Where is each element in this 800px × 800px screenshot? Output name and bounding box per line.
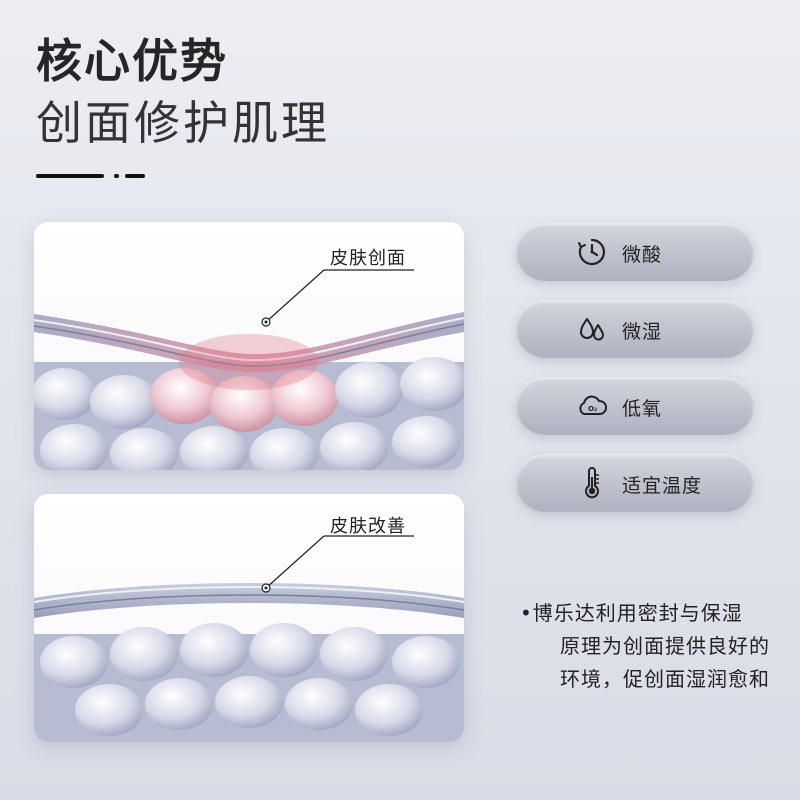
page-subtitle: 创面修护肌理 <box>36 96 330 150</box>
cell-layer <box>40 623 460 736</box>
feature-pill-low-oxygen: O₂ 低氧 <box>516 377 754 435</box>
callout-line <box>265 269 325 323</box>
decorative-dot <box>114 174 119 178</box>
feature-label: 低氧 <box>622 398 663 420</box>
wound-skin-svg <box>34 269 464 470</box>
feature-label: 适宜温度 <box>622 475 703 497</box>
feature-label: 微湿 <box>622 321 663 343</box>
decorative-dash <box>125 174 145 178</box>
clock-timer-icon <box>578 238 605 266</box>
feature-pill-moist: 微湿 <box>516 300 754 358</box>
cell-layer <box>34 357 464 470</box>
wound-skin-illustration <box>34 222 464 470</box>
page-title: 核心优势 <box>36 34 228 88</box>
feature-label: 微酸 <box>622 244 663 266</box>
skin-surface <box>34 583 464 618</box>
description-line: •博乐达利用密封与保湿 <box>520 601 743 625</box>
oxygen-cloud-icon: O₂ <box>579 395 607 415</box>
decorative-bar <box>36 174 104 178</box>
svg-text:O₂: O₂ <box>588 405 597 413</box>
water-drops-icon <box>580 318 604 341</box>
description-line: 原理为创面提供良好的 <box>560 634 770 658</box>
healed-label: 皮肤改善 <box>330 516 406 537</box>
healed-skin-svg <box>34 535 464 742</box>
wound-label: 皮肤创面 <box>330 248 406 269</box>
description-text: •博乐达利用密封与保湿 原理为创面提供良好的 环境，促创面湿润愈和 <box>520 597 770 696</box>
description-line: 环境，促创面湿润愈和 <box>560 667 770 691</box>
healed-skin-illustration <box>34 494 464 742</box>
thermometer-icon <box>585 467 599 499</box>
callout-line <box>265 535 325 589</box>
feature-pill-temperature: 适宜温度 <box>516 454 754 512</box>
feature-pill-acidic: 微酸 <box>516 223 754 281</box>
